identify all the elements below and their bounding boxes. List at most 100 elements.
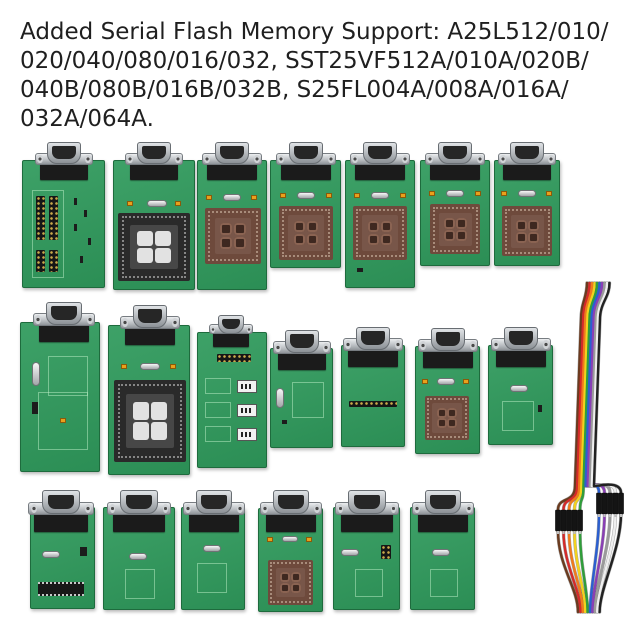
dupont-pin [562,531,565,534]
pin-header [49,196,58,240]
cable-wire [578,529,589,614]
connector-screw [210,325,215,333]
capacitor [267,537,273,542]
dupont-pin [568,531,570,534]
dupont-pin [609,514,611,517]
connector-screw [247,325,252,333]
crystal-oscillator [341,549,359,556]
plcc-socket [279,206,333,260]
socket-contact-hole [436,407,447,418]
pin-header [49,250,58,272]
dupont-connector [596,492,602,515]
socket-contact-hole [436,418,447,429]
db9-connector [335,490,399,532]
cable-wire-shadows [556,281,623,614]
cable-wire-outline [567,281,594,512]
crystal-oscillator [432,549,450,556]
dupont-connector [618,492,624,515]
caption-line: 040B/080B/016B/032B, S25FL004A/008A/016A… [20,77,569,103]
dupont-connector [577,509,583,532]
crystal-oscillator [371,192,389,199]
db9-connector [418,328,478,368]
cable-wire [588,512,601,614]
crystal-oscillator [203,545,221,552]
cable-wire [590,281,617,495]
crystal-oscillator [437,378,455,385]
crystal-oscillator [276,388,284,408]
crystal-oscillator [140,363,160,370]
circuit-trace [38,392,88,450]
db9-connector [350,142,410,180]
connector-screw [500,154,506,163]
connector-shell [137,142,171,165]
socket-contact-hole [154,247,171,263]
socket-contact-hole [447,418,458,429]
circuit-trace [292,382,324,418]
socket-contact-hole [306,220,319,233]
connector-screw [278,154,284,163]
connector-screw [175,154,181,163]
connector-screw [402,154,408,163]
cable-wire-outline [590,512,607,614]
db9-connector [412,490,474,532]
capacitor [251,195,257,200]
circuit-trace [205,426,231,442]
capacitor [422,379,428,384]
dip-socket [237,404,257,417]
db9-connector [183,490,245,532]
circuit-trace [205,378,231,394]
smd-component [88,238,91,245]
smd-component [357,268,363,272]
socket-contact-hole [290,582,301,593]
connector-shell [273,490,309,515]
cable-wire [573,529,587,614]
connector-screw [275,343,281,352]
socket-contact-hole [233,236,246,249]
dupont-connector [607,492,613,515]
capacitor [400,193,406,198]
dupont-pin [598,514,600,517]
socket-cavity [438,212,472,246]
cable-wire [591,512,606,614]
socket-contact-hole [280,582,291,593]
connector-screw [30,503,37,514]
cable-wire-outline [595,512,618,614]
cable-wire-outline [561,281,592,512]
cable-wire [567,281,594,512]
circuit-trace [32,190,64,278]
pin-header [381,545,391,559]
connector-screw [345,340,351,349]
circuit-trace [355,569,383,597]
crystal-oscillator [223,194,241,201]
circuit-trace [125,569,155,599]
connector-screw [85,503,92,514]
connector-shell [41,490,81,515]
plcc-socket [114,380,186,462]
caption-line: 020/040/080/016/032, SST25VF512A/010A/02… [20,48,589,74]
connector-screw [35,315,42,324]
connector-shell [348,490,386,515]
dupont-pin [620,514,622,517]
dupont-connector [571,509,578,532]
socket-contact-hole [527,219,539,231]
crystal-oscillator [282,536,298,542]
db9-connector [35,142,93,180]
capacitor [206,195,212,200]
adapter-board [488,327,553,445]
connector-shell [132,305,168,329]
cable-wire [592,281,623,495]
adapter-board [333,490,400,610]
db9-connector [276,142,336,180]
cable-wire [562,281,591,512]
adapter-board [270,330,333,448]
ic-chip [80,547,87,556]
cable-wire-outline [592,281,623,495]
socket-contact-hole [133,421,150,440]
connector-screw [236,503,243,514]
socket-contact-hole [150,402,167,421]
adapter-board [270,142,341,268]
db9-connector [273,330,331,370]
connector-screw [162,503,169,514]
connector-screw [470,341,476,350]
db9-connector [28,490,94,532]
